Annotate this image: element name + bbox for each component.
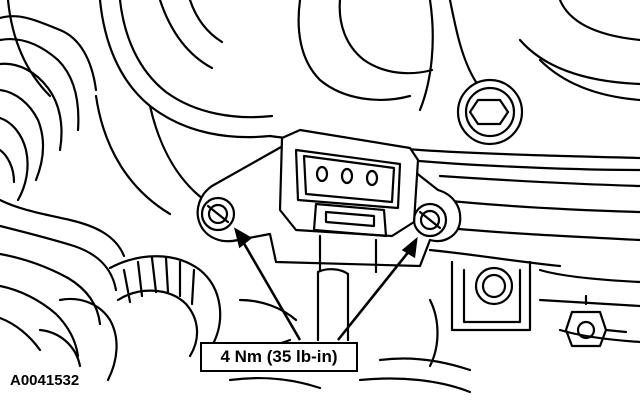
right-structure — [428, 0, 640, 344]
torque-arrows — [233, 227, 418, 341]
figure-id: A0041532 — [10, 372, 80, 389]
mounting-bolt-icon — [456, 78, 524, 146]
bracket-bolt-icon — [564, 294, 628, 348]
torque-callout-text: 4 Nm (35 lb-in) — [220, 347, 338, 366]
torque-callout: 4 Nm (35 lb-in) — [200, 342, 358, 372]
sensor-connector-icon — [278, 128, 420, 274]
lower-left-hose — [38, 255, 472, 394]
left-casting-contours — [0, 0, 126, 358]
sensor-stem — [316, 268, 350, 342]
mounting-bolt-icon — [200, 196, 236, 232]
